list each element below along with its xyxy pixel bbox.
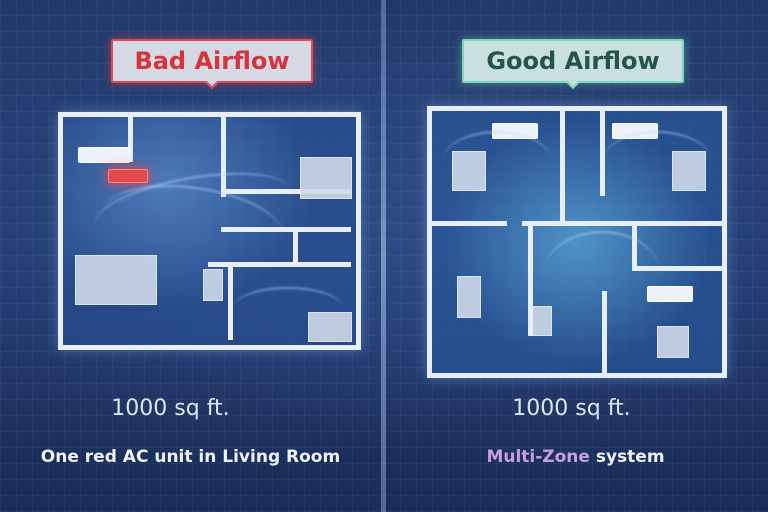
dining-table bbox=[457, 276, 481, 318]
wall bbox=[293, 227, 298, 267]
wall bbox=[221, 189, 351, 194]
wall bbox=[221, 227, 351, 232]
bad-airflow-caption: One red AC unit in Living Room bbox=[40, 447, 341, 467]
multi-zone-floor-plan bbox=[427, 106, 727, 378]
airflow-stream bbox=[602, 131, 712, 193]
wall bbox=[228, 262, 233, 340]
airflow-stream bbox=[442, 131, 552, 193]
wall bbox=[560, 111, 565, 221]
multi-zone-highlight: Multi-Zone bbox=[486, 447, 590, 467]
wall bbox=[528, 221, 533, 336]
sofa bbox=[75, 255, 157, 305]
good-airflow-title: Good Airflow bbox=[462, 39, 684, 83]
airflow-stream bbox=[233, 287, 343, 329]
wall bbox=[208, 262, 351, 267]
wall bbox=[432, 221, 507, 226]
wall bbox=[632, 266, 722, 271]
red-ac-unit bbox=[108, 169, 148, 183]
bad-airflow-title: Bad Airflow bbox=[111, 39, 313, 83]
single-ac-floor-plan bbox=[58, 112, 361, 350]
cabinet bbox=[532, 306, 552, 336]
good-airflow-caption: Multi-Zone system bbox=[385, 447, 766, 467]
cabinet bbox=[203, 269, 223, 301]
square-footage-label: 1000 sq ft. bbox=[111, 396, 230, 421]
wall bbox=[221, 117, 226, 197]
bed bbox=[300, 157, 352, 199]
wall bbox=[602, 291, 607, 376]
good-airflow-panel: Good Airflow 1000 sq ft. Multi-Zone syst… bbox=[387, 0, 768, 512]
bed bbox=[657, 326, 689, 358]
inactive-ac-unit bbox=[78, 147, 130, 163]
bad-airflow-panel: Bad Airflow 1000 sq ft. One red AC unit … bbox=[0, 0, 381, 512]
panel-divider bbox=[381, 0, 386, 512]
wall bbox=[522, 221, 722, 226]
caption-rest: system bbox=[589, 447, 665, 467]
square-footage-label: 1000 sq ft. bbox=[512, 396, 631, 421]
wall bbox=[600, 111, 605, 196]
wall bbox=[128, 117, 133, 162]
airflow-stream bbox=[542, 231, 662, 323]
